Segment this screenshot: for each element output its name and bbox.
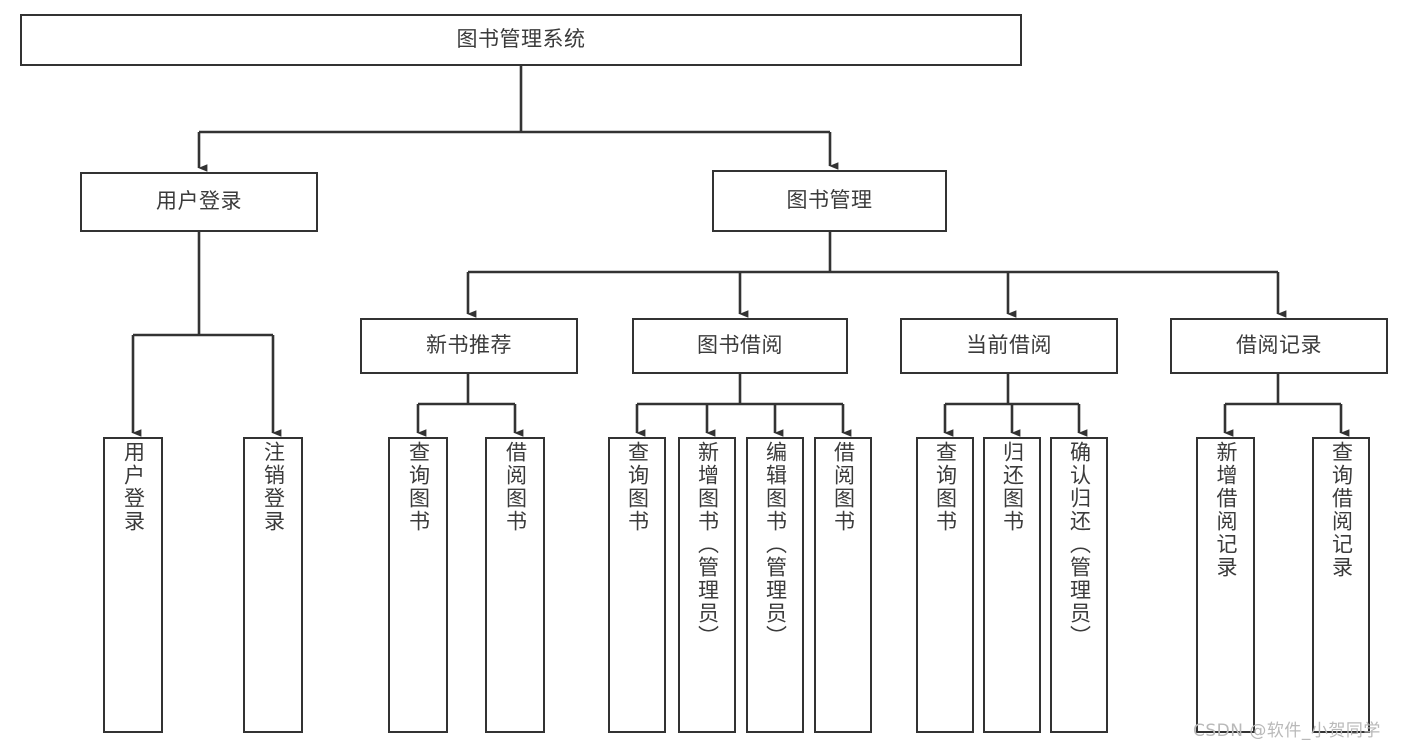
node-borrow-record[interactable]: 借阅记录 [1170,318,1388,374]
node-leaf-query-book-2[interactable]: 查询图书 [608,437,666,733]
node-current-borrow-label: 当前借阅 [966,333,1052,358]
node-leaf-user-login-label: 用户登录 [121,441,146,533]
node-leaf-borrow-book-1[interactable]: 借阅图书 [485,437,545,733]
node-leaf-logout-login[interactable]: 注销登录 [243,437,303,733]
node-book-borrow-label: 图书借阅 [697,333,783,358]
node-leaf-query-book-3-label: 查询图书 [933,441,958,533]
node-book-borrow[interactable]: 图书借阅 [632,318,848,374]
node-leaf-borrow-book-2-label: 借阅图书 [831,441,856,533]
node-leaf-query-borrow-record-label: 查询借阅记录 [1329,441,1354,579]
node-leaf-add-borrow-record[interactable]: 新增借阅记录 [1196,437,1255,733]
node-leaf-add-borrow-record-label: 新增借阅记录 [1214,441,1238,579]
node-user-login-label: 用户登录 [156,189,242,214]
node-leaf-confirm-return-admin[interactable]: 确认归还（管理员） [1050,437,1108,733]
node-leaf-query-book-1[interactable]: 查询图书 [388,437,448,733]
node-leaf-edit-book-admin-label: 编辑图书（管理员） [763,441,788,648]
csdn-watermark: CSDN @软件_小贺同学 [1193,716,1381,741]
node-leaf-confirm-return-admin-label: 确认归还（管理员） [1067,441,1092,648]
node-root[interactable]: 图书管理系统 [20,14,1022,66]
node-leaf-query-book-2-label: 查询图书 [625,441,650,533]
node-book-manage-label: 图书管理 [786,188,873,213]
node-leaf-query-book-3[interactable]: 查询图书 [916,437,974,733]
node-leaf-logout-login-label: 注销登录 [261,441,286,533]
node-book-manage[interactable]: 图书管理 [712,170,947,232]
node-leaf-borrow-book-1-label: 借阅图书 [503,441,528,533]
node-leaf-return-book[interactable]: 归还图书 [983,437,1041,733]
node-leaf-add-book-admin-label: 新增图书（管理员） [695,441,720,648]
node-root-label: 图书管理系统 [456,27,586,52]
node-leaf-return-book-label: 归还图书 [1000,441,1025,533]
node-leaf-add-book-admin[interactable]: 新增图书（管理员） [678,437,736,733]
node-new-book-rec[interactable]: 新书推荐 [360,318,578,374]
node-leaf-edit-book-admin[interactable]: 编辑图书（管理员） [746,437,804,733]
node-new-book-rec-label: 新书推荐 [426,333,512,358]
csdn-watermark-text: CSDN @软件_小贺同学 [1193,721,1381,741]
node-leaf-query-borrow-record[interactable]: 查询借阅记录 [1312,437,1370,733]
node-leaf-query-book-1-label: 查询图书 [406,441,431,533]
node-borrow-record-label: 借阅记录 [1236,333,1322,358]
node-user-login[interactable]: 用户登录 [80,172,318,232]
node-leaf-user-login[interactable]: 用户登录 [103,437,163,733]
node-leaf-borrow-book-2[interactable]: 借阅图书 [814,437,872,733]
node-current-borrow[interactable]: 当前借阅 [900,318,1118,374]
